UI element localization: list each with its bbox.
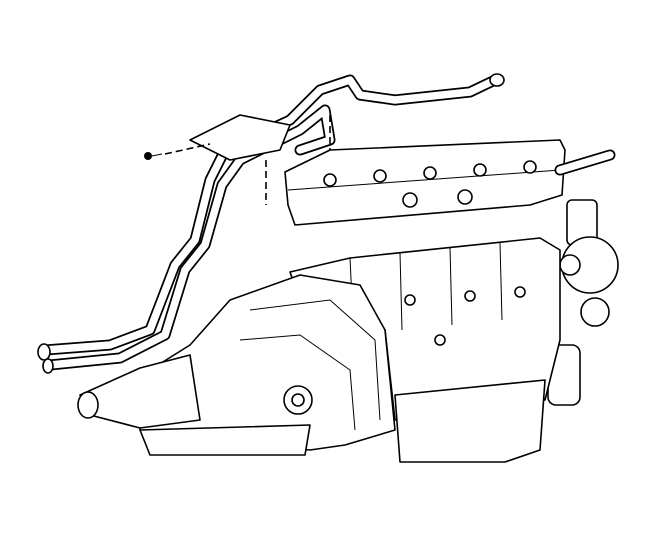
pipe-end-fitting: [489, 73, 505, 87]
coolant-pipe-assembly: [37, 73, 505, 374]
tailshaft-housing: [79, 354, 201, 429]
bolt: [144, 152, 163, 160]
oil-pan: [394, 379, 546, 463]
cylinder-head: [284, 139, 616, 226]
transmission-pan: [139, 424, 311, 456]
pipe-end-fitting: [37, 343, 51, 361]
head-ports: [323, 160, 537, 208]
bolt-alignment-line: [164, 143, 211, 155]
pipe-bracket: [189, 114, 291, 161]
accessory-drive: [547, 199, 619, 406]
pipe-end-fitting: [42, 358, 54, 374]
transmission: [77, 274, 396, 456]
